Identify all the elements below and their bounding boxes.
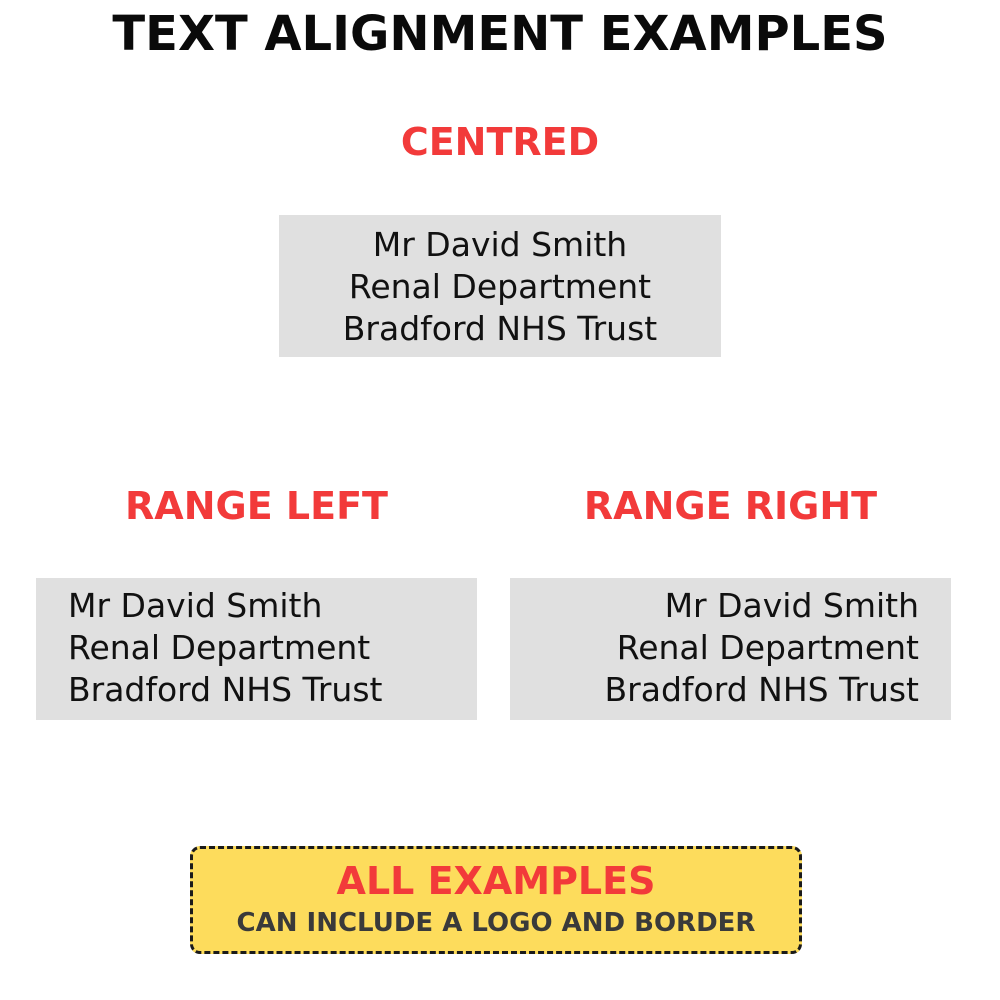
note-sub-text: CAN INCLUDE A LOGO AND BORDER bbox=[236, 908, 756, 938]
address-line-organisation: Bradford NHS Trust bbox=[68, 670, 383, 709]
range-left-heading: RANGE LEFT bbox=[125, 484, 388, 528]
range-right-heading: RANGE RIGHT bbox=[583, 484, 878, 528]
address-line-organisation: Bradford NHS Trust bbox=[604, 670, 919, 709]
page-title: TEXT ALIGNMENT EXAMPLES bbox=[112, 6, 888, 62]
address-line-organisation: Bradford NHS Trust bbox=[342, 309, 658, 348]
address-line-department: Renal Department bbox=[616, 628, 919, 667]
centred-address-box: Mr David Smith Renal Department Bradford… bbox=[279, 215, 721, 357]
address-line-name: Mr David Smith bbox=[372, 225, 628, 264]
address-line-department: Renal Department bbox=[68, 628, 371, 667]
note-main-text: ALL EXAMPLES bbox=[336, 859, 656, 903]
address-line-name: Mr David Smith bbox=[68, 586, 323, 625]
range-left-address-box: Mr David Smith Renal Department Bradford… bbox=[36, 578, 477, 720]
address-line-department: Renal Department bbox=[348, 267, 652, 306]
range-right-address-box: Mr David Smith Renal Department Bradford… bbox=[510, 578, 951, 720]
centred-heading: CENTRED bbox=[400, 120, 600, 164]
address-line-name: Mr David Smith bbox=[664, 586, 919, 625]
note-box: ALL EXAMPLES CAN INCLUDE A LOGO AND BORD… bbox=[190, 846, 802, 954]
